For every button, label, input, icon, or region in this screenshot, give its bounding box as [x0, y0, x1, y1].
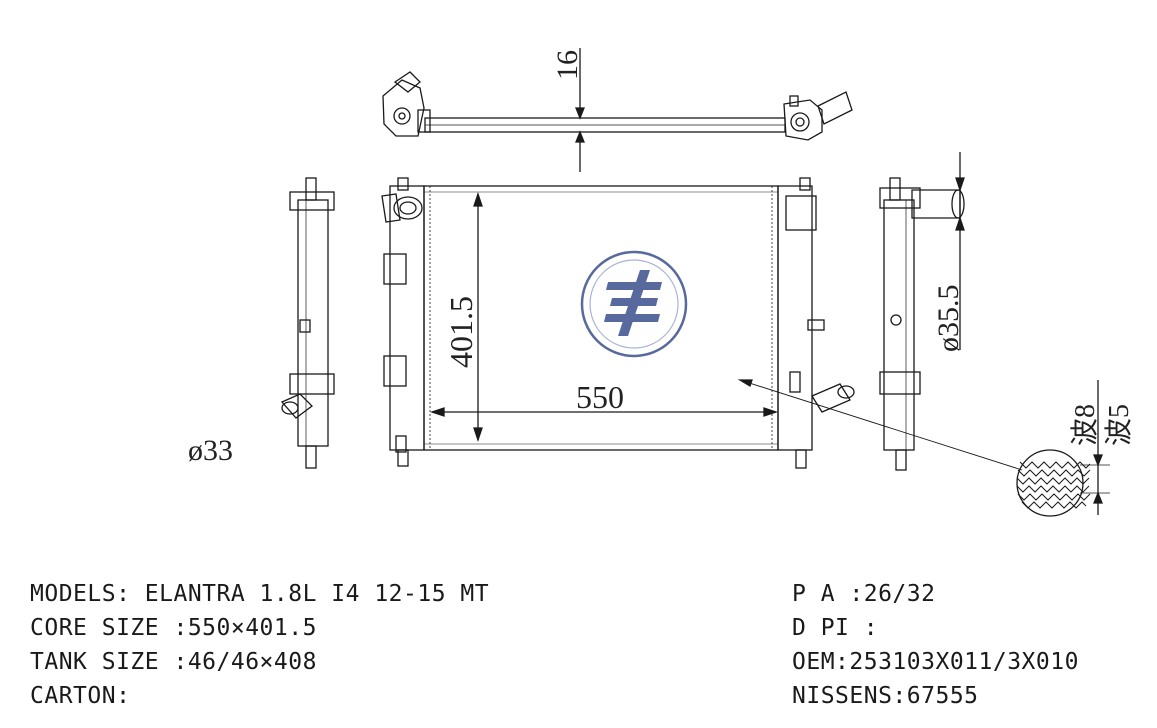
specs-left-column: MODELS: ELANTRA 1.8L I4 12-15 MT CORE SI… — [30, 577, 670, 713]
spec-nissens: NISSENS:67555 — [792, 683, 979, 709]
front-view — [381, 177, 1023, 471]
spec-tank-size: TANK SIZE :46/46×408 — [30, 649, 317, 675]
radiator-technical-drawing: 16 401.5 550 ø35.5 ø33 波8 波5 — [188, 48, 1135, 517]
company-logo-icon — [580, 250, 688, 358]
dim-fin-wave-b: 波5 — [1103, 404, 1135, 446]
spec-models: MODELS: ELANTRA 1.8L I4 12-15 MT — [30, 581, 490, 607]
spec-pa: P A :26/32 — [792, 581, 936, 607]
spec-core-size: CORE SIZE :550×401.5 — [30, 615, 317, 641]
specs-right-column: P A :26/32 D PI : OEM:253103X011/3X010 N… — [792, 577, 1152, 713]
spec-oem: OEM:253103X011/3X010 — [792, 649, 1079, 675]
dim-inlet-diameter: ø33 — [188, 434, 233, 467]
right-side-view — [879, 152, 965, 471]
dim-outlet-diameter: ø35.5 — [932, 285, 965, 353]
dim-fin-wave-a: 波8 — [1069, 404, 1101, 446]
dim-core-height: 401.5 — [443, 296, 479, 368]
dim-bracket-offset: 16 — [551, 50, 584, 80]
spec-carton: CARTON: — [30, 683, 131, 709]
dim-core-width: 550 — [576, 379, 624, 415]
top-view — [382, 48, 853, 172]
spec-dpi: D PI : — [792, 615, 879, 641]
fin-pattern-detail-icon — [1016, 380, 1110, 517]
left-side-view — [280, 177, 335, 469]
